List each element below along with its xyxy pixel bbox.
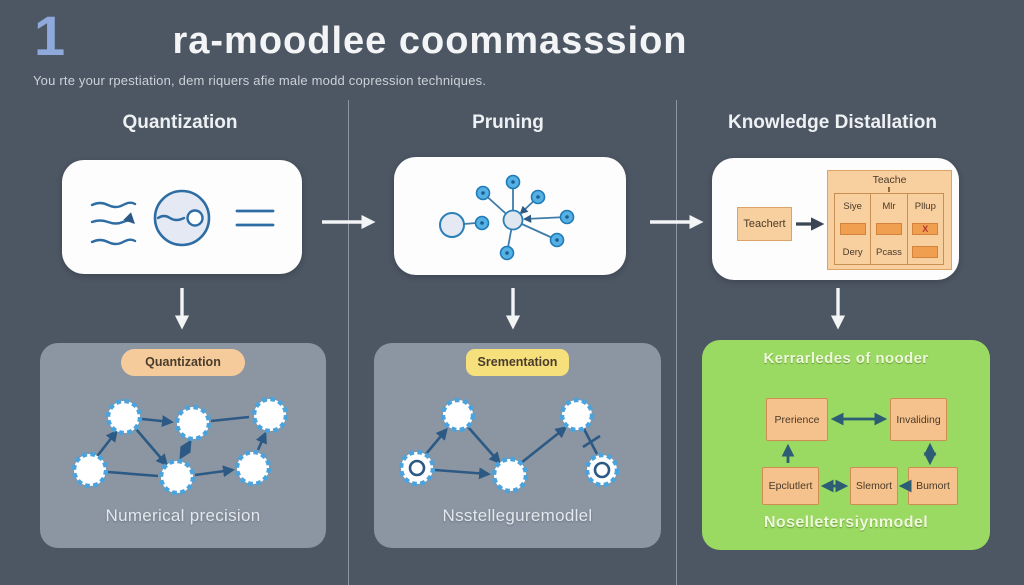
pruning-network [398,397,620,494]
flow-arrow-2 [650,214,704,230]
weight-block [912,246,939,258]
grid-column: Pllup X [908,194,943,264]
quantization-panel: Quantization Numerical precision [40,343,326,548]
quantization-card [62,160,302,274]
pruning-icon [439,174,575,261]
column-header-distillation: Knowledge Distallation [727,112,938,133]
column-header-quantization: Quantization [122,112,238,133]
distillation-panel: Kerrarledes of nooder Prerience Invalidi… [702,340,990,550]
flow-box-slemort: Slemort [850,467,898,505]
teacher-grid: Siye Dery Mlr Pcass Pllup X [834,193,944,265]
grid-footer [912,240,939,264]
grid-cell: X [912,218,939,240]
grid-header: Mlr [882,200,896,212]
quantization-icon [90,189,275,247]
teacher-small-box: Teachert [737,207,792,241]
down-arrow-1 [174,288,190,330]
down-arrow-3 [830,288,846,330]
grid-cell [839,218,866,240]
grid-column: Mlr Pcass [871,194,908,264]
page-title: ra-moodlee coommasssion [172,20,688,62]
pruning-card [394,157,626,275]
grid-footer: Dery [842,246,863,258]
pruning-caption: Nsstelleguremodlel [442,506,593,525]
grid-header: Pllup [914,200,936,212]
slide-number: 1 [34,4,66,67]
distillation-panel-title: Kerrarledes of nooder [763,350,929,367]
distillation-panel-caption: Noselletersiynmodel [763,514,929,531]
grid-header: Siye [843,200,862,212]
weight-block [839,223,866,235]
teacher-grid-title: Teache [872,174,907,186]
flow-box-bumort: Bumort [908,467,958,505]
page-subtitle: You rte your rpestiation, dem riquers af… [33,73,487,88]
flow-box-prerience: Prerience [766,398,828,441]
grid-column: Siye Dery [835,194,872,264]
x-marked-block: X [912,223,939,235]
distill-arrow-icon [796,217,825,231]
flow-box-invaliding: Invaliding [890,398,947,441]
quantization-badge: Quantization [121,349,245,376]
quantization-network [71,396,289,496]
teacher-tick-mark [888,187,890,192]
quantization-caption: Numerical precision [105,506,261,525]
grid-cell [875,218,902,240]
grid-footer: Pcass [876,246,902,258]
teacher-grid-box: Teache Siye Dery Mlr Pcass Pllup X [827,170,952,270]
column-header-pruning: Pruning [472,112,544,133]
column-divider [348,100,349,585]
down-arrow-2 [505,288,521,330]
pruning-badge: Srementation [466,349,569,376]
pruning-panel: Srementation Nsstelleguremodlel [374,343,661,548]
weight-block [875,223,902,235]
distillation-card: Teachert Teache Siye Dery Mlr Pcass Pllu… [712,158,959,280]
flow-box-epclutlert: Epclutlert [762,467,819,505]
column-divider [676,100,677,585]
flow-arrow-1 [322,214,376,230]
